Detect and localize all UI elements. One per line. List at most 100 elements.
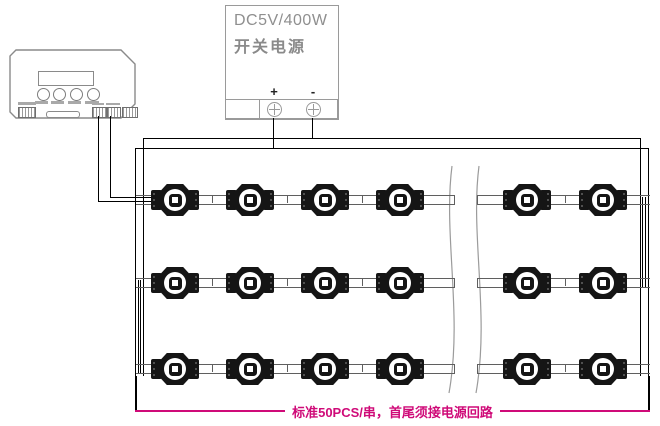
led-chip <box>168 276 182 290</box>
button-label-bar <box>35 101 48 104</box>
module-lens <box>389 358 411 380</box>
led-chip <box>393 193 407 207</box>
module-right-tab <box>616 359 627 379</box>
led-chip-emitter <box>322 280 328 286</box>
note-text: 标准50PCS/串，首尾须接电源回路 <box>292 404 493 420</box>
led-module <box>151 350 199 388</box>
module-right-tab <box>540 359 551 379</box>
led-module <box>151 264 199 302</box>
wire-ribbon-left-segment <box>136 364 455 374</box>
wire-ribbon-left-segment <box>136 278 455 288</box>
module-right-tab <box>413 359 424 379</box>
controller-button-3[interactable] <box>69 87 83 101</box>
module-lens <box>516 189 538 211</box>
ribbon-connector-joint <box>212 278 213 286</box>
controller-data-wire-green-horizontal <box>109 196 158 198</box>
wire-ribbon-right-segment <box>477 195 650 205</box>
module-left-tab <box>151 273 162 293</box>
led-module <box>376 350 424 388</box>
module-left-tab <box>301 359 312 379</box>
module-left-tab <box>151 359 162 379</box>
module-right-tab <box>338 359 349 379</box>
led-module <box>151 181 199 219</box>
module-lens <box>164 358 186 380</box>
module-body <box>510 353 544 385</box>
led-chip <box>243 362 257 376</box>
negative-bus-top <box>143 137 641 139</box>
ribbon-connector-joint <box>287 364 288 372</box>
pixel-controller <box>9 49 138 119</box>
ribbon-connector-joint <box>565 364 566 372</box>
led-chip <box>520 193 534 207</box>
port-label-bar <box>106 102 120 105</box>
led-chip <box>520 276 534 290</box>
button-label-bar <box>51 101 64 104</box>
ribbon-connector-joint <box>362 364 363 372</box>
led-chip-emitter <box>397 197 403 203</box>
module-lens <box>164 272 186 294</box>
led-chip <box>596 276 610 290</box>
port-label-bar <box>18 102 36 105</box>
positive-bus-top <box>135 147 649 149</box>
led-chip <box>168 362 182 376</box>
wire-ribbon-right-segment <box>477 278 650 288</box>
led-chip-emitter <box>397 280 403 286</box>
led-module <box>301 350 349 388</box>
led-chip-emitter <box>524 197 530 203</box>
module-right-tab <box>616 273 627 293</box>
module-body <box>586 267 620 299</box>
module-left-tab <box>226 359 237 379</box>
module-right-tab <box>263 359 274 379</box>
led-module <box>579 181 627 219</box>
led-chip-emitter <box>172 280 178 286</box>
psu-positive-terminal <box>267 102 282 117</box>
module-lens <box>592 272 614 294</box>
led-chip-emitter <box>172 366 178 372</box>
button-label-bar <box>85 101 99 104</box>
module-right-tab <box>188 190 199 210</box>
led-chip-emitter <box>600 366 606 372</box>
serpentine-data-blue-right <box>641 197 643 287</box>
module-body <box>158 267 192 299</box>
module-body <box>383 184 417 216</box>
led-chip <box>318 276 332 290</box>
module-left-tab <box>301 273 312 293</box>
led-chip-emitter <box>322 197 328 203</box>
module-body <box>233 353 267 385</box>
module-right-tab <box>188 359 199 379</box>
led-chip <box>318 193 332 207</box>
note-bracket-right <box>648 376 650 412</box>
module-body <box>510 267 544 299</box>
led-chip <box>168 193 182 207</box>
module-left-tab <box>226 190 237 210</box>
controller-button-4[interactable] <box>86 87 100 101</box>
module-lens <box>239 358 261 380</box>
ribbon-connector-joint <box>287 278 288 286</box>
led-module <box>579 264 627 302</box>
serpentine-data-green-right <box>645 197 646 287</box>
note-bracket-left <box>135 376 137 412</box>
led-chip <box>393 276 407 290</box>
module-lens <box>516 272 538 294</box>
led-chip <box>393 362 407 376</box>
psu-terminal-strip <box>225 99 338 119</box>
controller-button-1[interactable] <box>36 87 50 101</box>
psu-model-label: DC5V/400W <box>234 12 328 29</box>
note-line-left-segment <box>135 410 286 412</box>
module-lens <box>592 358 614 380</box>
led-module <box>376 181 424 219</box>
led-chip <box>243 276 257 290</box>
module-body <box>383 353 417 385</box>
module-body <box>308 353 342 385</box>
module-left-tab <box>151 190 162 210</box>
module-body <box>158 184 192 216</box>
module-lens <box>239 272 261 294</box>
module-left-tab <box>579 273 590 293</box>
controller-button-2[interactable] <box>52 87 66 101</box>
module-left-tab <box>579 359 590 379</box>
negative-bus-right <box>640 138 641 376</box>
module-right-tab <box>540 190 551 210</box>
led-chip-emitter <box>600 197 606 203</box>
led-chip-emitter <box>172 197 178 203</box>
module-lens <box>164 189 186 211</box>
